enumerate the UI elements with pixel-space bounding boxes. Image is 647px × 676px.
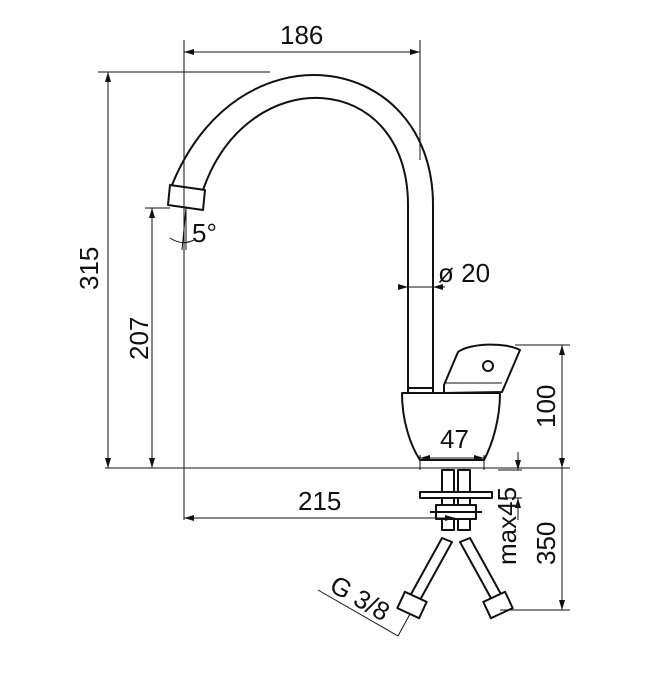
spout-neck [407,387,434,394]
lever-handle [443,343,521,394]
mounting-hardware [396,469,514,620]
label-hose-length: 350 [531,522,561,565]
mount-plate [419,491,493,499]
mount-stud-left [441,469,455,531]
label-lever-height: 100 [531,385,561,428]
aerator [167,184,206,211]
label-total-height: 315 [74,247,104,290]
fitting-left [396,590,428,620]
label-thread: G 3/8 [325,569,395,627]
dimension-labels: 186 315 207 5° ø 20 100 47 215 max45 350… [74,20,561,627]
spout-outer [169,74,434,395]
label-spout-angle: 5° [192,218,217,248]
dimension-lines [98,40,570,637]
label-base-diameter: 47 [440,424,469,454]
lever-cap [482,360,494,372]
spout-inner [202,96,409,395]
label-spout-height: 207 [124,317,154,360]
label-mount-reach: 215 [298,486,341,516]
label-spout-diameter: ø 20 [438,258,490,288]
hose-left [409,537,453,601]
fitting-right [482,590,514,620]
faucet-outline [167,74,521,461]
label-spout-reach: 186 [280,20,323,50]
label-max-thickness: max45 [492,487,522,565]
mount-stud-right [457,469,471,531]
